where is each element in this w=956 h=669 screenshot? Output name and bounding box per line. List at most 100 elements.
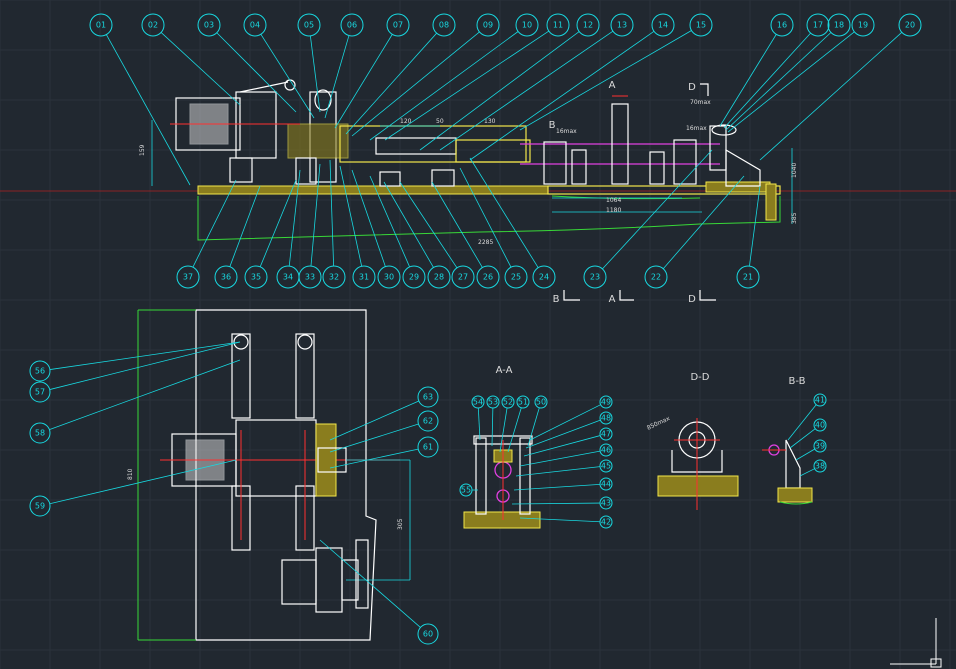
cut-b-bottom: B	[553, 294, 560, 305]
balloon-13: 13	[439, 13, 634, 151]
bb-bracket	[785, 439, 801, 489]
lower-pulley-hub	[341, 559, 359, 601]
section-bb: B-B	[762, 376, 813, 505]
balloon-leader	[787, 404, 817, 441]
aa-post-left	[475, 437, 487, 515]
balloon-16: 16	[719, 13, 794, 127]
balloon-label: 34	[283, 273, 293, 282]
balloon-circle	[576, 13, 600, 37]
balloon-label: 12	[583, 21, 593, 30]
balloon-circle	[459, 483, 473, 497]
balloon-26: 26	[431, 181, 500, 289]
balloon-leader	[523, 435, 601, 457]
balloon-circle	[476, 13, 500, 37]
balloon-51: 51	[507, 395, 530, 453]
ucs-icon	[890, 618, 942, 668]
balloon-circle	[504, 265, 528, 289]
balloon-52: 52	[499, 395, 515, 453]
balloon-leader	[662, 175, 745, 269]
balloon-leader	[519, 450, 601, 467]
pulley-top	[314, 89, 332, 111]
balloon-label: 37	[183, 273, 193, 282]
balloon-label: 48	[601, 414, 611, 423]
balloon-label: 02	[148, 21, 158, 30]
balloon-label: 06	[347, 21, 357, 30]
balloon-circle	[244, 265, 268, 289]
balloon-label: 62	[423, 417, 433, 426]
balloon-label: 05	[304, 21, 314, 30]
balloon-circle	[197, 13, 221, 37]
cut-d-bottom: D	[688, 294, 696, 305]
balloon-leader	[459, 167, 512, 268]
lower-pulley-plate	[355, 539, 369, 609]
balloon-circle	[599, 459, 613, 473]
balloon-47: 47	[523, 427, 613, 457]
balloon-circle	[501, 395, 515, 409]
cut-a-top: A	[609, 80, 616, 91]
base-rail-right	[547, 185, 781, 195]
aa-post-right	[519, 437, 531, 515]
balloon-circle	[29, 422, 51, 444]
dim-50: 50	[436, 118, 444, 125]
balloon-leader	[507, 407, 522, 453]
balloon-label: 43	[601, 499, 611, 508]
balloon-leader	[384, 30, 550, 141]
balloon-leader	[351, 169, 386, 267]
balloon-46: 46	[519, 443, 613, 467]
balloon-27: 27	[399, 181, 475, 289]
balloon-circle	[813, 393, 827, 407]
balloon-circle	[516, 395, 530, 409]
balloon-circle	[476, 265, 500, 289]
dim-1040: 1040	[791, 163, 798, 178]
balloon-label: 32	[329, 273, 339, 282]
balloon-leader	[789, 428, 816, 449]
balloon-leader	[229, 185, 261, 267]
balloon-leader	[799, 468, 815, 477]
section-dd: D-D 850max	[646, 372, 739, 510]
spindle-inner	[375, 137, 457, 155]
balloon-label: 55	[461, 486, 471, 495]
balloon-37: 37	[176, 179, 237, 289]
dim-159: 159	[139, 144, 146, 156]
balloon-label: 29	[409, 273, 419, 282]
section-aa: A-A	[463, 365, 541, 529]
balloon-12: 12	[419, 13, 600, 151]
balloon-leader	[431, 181, 483, 268]
balloon-21: 21	[736, 185, 761, 289]
dim-16max-b: 16max	[686, 125, 707, 132]
dim-70max: 70max	[690, 99, 711, 106]
balloon-circle	[176, 265, 200, 289]
column-left-top	[233, 334, 249, 350]
support-d	[673, 139, 697, 185]
dim-810: 810	[127, 468, 134, 480]
balloon-leader	[511, 502, 601, 505]
gearbox-foot	[295, 157, 317, 185]
balloon-circle	[432, 13, 456, 37]
balloon-label: 54	[473, 398, 483, 407]
balloon-label: 42	[601, 518, 611, 527]
balloon-leader	[795, 448, 816, 461]
balloon-circle	[599, 427, 613, 441]
balloon-18: 18	[725, 13, 851, 131]
balloon-circle	[651, 13, 675, 37]
balloon-leader	[529, 404, 601, 441]
balloon-leader	[519, 30, 692, 131]
balloon-leader	[351, 31, 480, 137]
balloon-circle	[451, 265, 475, 289]
balloon-leader	[369, 175, 410, 268]
balloon-label: 59	[35, 502, 45, 511]
balloon-label: 19	[858, 21, 868, 30]
balloon-55: 55	[459, 483, 478, 497]
balloon-02: 02	[141, 13, 241, 106]
spindle-nose	[455, 139, 531, 163]
balloon-40: 40	[789, 418, 827, 449]
balloon-leader	[369, 31, 519, 141]
balloon-label: 07	[393, 21, 403, 30]
dim-305: 305	[397, 518, 404, 530]
balloon-circle	[599, 395, 613, 409]
support-c	[571, 149, 587, 185]
support-block-1	[379, 171, 401, 187]
balloon-leader	[469, 30, 655, 161]
balloon-leader	[719, 34, 777, 127]
